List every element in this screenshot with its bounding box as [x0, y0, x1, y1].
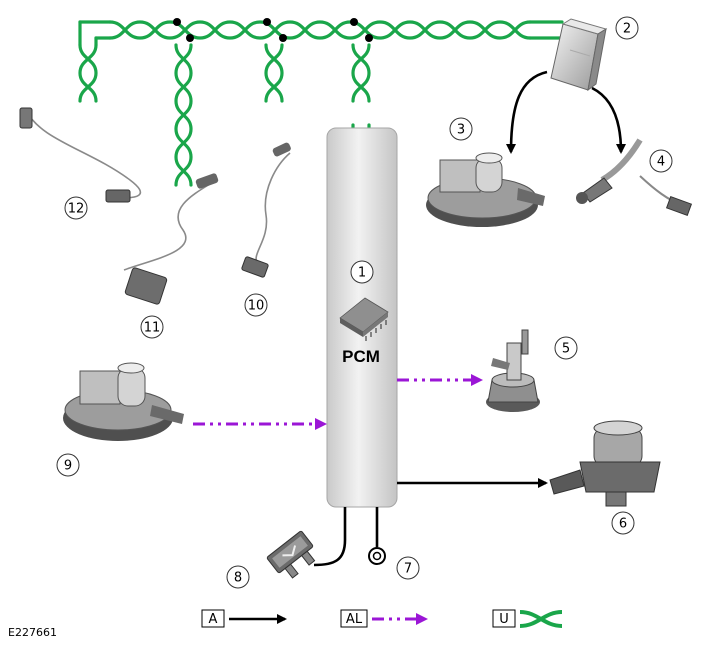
callout-circle [64, 196, 88, 220]
splice-dot [173, 18, 181, 26]
figure-reference-code: E227661 [8, 626, 57, 639]
callout-circle [226, 565, 250, 589]
callout-circle [611, 511, 635, 535]
callout-number-4: 4 [657, 155, 665, 170]
callout-number-6: 6 [619, 517, 627, 532]
callout-number-9: 9 [64, 459, 72, 474]
pcm-label: PCM [342, 347, 380, 366]
can-bus-twisted-pair-segment [264, 43, 284, 103]
can-bus-twisted-pair-segment [108, 20, 532, 40]
relay-icon [550, 18, 608, 92]
can-bus-twisted-pair-segment [264, 43, 284, 103]
oxygen-sensor-12-icon [19, 107, 142, 203]
legend-code-a: A [209, 612, 218, 627]
callout-circle [140, 315, 164, 339]
callout-number-11: 11 [144, 321, 161, 336]
actuator-icon [486, 329, 540, 412]
can-bus-network [78, 20, 564, 187]
callout-number-1: 1 [358, 266, 366, 281]
pressure-sensor-icon [426, 152, 545, 227]
can-bus-twisted-pair-segment [174, 43, 193, 187]
legend-item-u: U [492, 609, 563, 628]
oxygen-sensor-11-icon [123, 173, 219, 305]
can-bus-twisted-pair-segment [351, 43, 371, 103]
pcm-module[interactable]: PCM [326, 127, 398, 508]
callout-number-3: 3 [457, 123, 465, 138]
callout-number-10: 10 [248, 299, 265, 314]
relay-output-wires [506, 70, 626, 154]
callout-number-12: 12 [68, 202, 85, 217]
can-bus-twisted-pair-segment [351, 43, 371, 103]
callout-circle [396, 556, 420, 580]
callout-circle [615, 16, 639, 40]
callout-circle [244, 293, 268, 317]
splice-dot [263, 18, 271, 26]
callout-number-5: 5 [562, 342, 570, 357]
callout-number-8: 8 [234, 571, 242, 586]
legend-code-al: AL [346, 612, 363, 627]
fuse-wire [313, 507, 347, 567]
fuse-icon [266, 530, 316, 579]
oxygen-sensor-10-icon [241, 142, 291, 278]
callout-number-2: 2 [623, 22, 631, 37]
intake-sensor-icon [63, 362, 184, 441]
callout-circle [449, 117, 473, 141]
callout-circle [649, 149, 673, 173]
fuel-pump-icon [549, 420, 661, 507]
legend-code-u: U [499, 612, 509, 627]
splice-dot [350, 18, 358, 26]
callout-circle [350, 260, 374, 284]
callout-number-7: 7 [404, 562, 412, 577]
can-bus-twisted-pair-segment [108, 20, 532, 40]
legend-item-a: A [201, 609, 287, 628]
splice-dot [186, 34, 194, 42]
bus-splice-points [173, 18, 373, 42]
callout-circle [554, 336, 578, 360]
splice-dot [279, 34, 287, 42]
can-bus-twisted-pair-segment [78, 43, 98, 103]
legend-item-al: AL [340, 609, 428, 628]
can-bus-twisted-pair-segment [78, 43, 98, 103]
callout-circle [56, 453, 80, 477]
connector-sensor-icon [576, 138, 693, 217]
splice-dot [365, 34, 373, 42]
ground-eyelet-icon [368, 547, 386, 565]
pcm-chip-icon [339, 297, 389, 341]
legend: A AL U [201, 609, 563, 628]
